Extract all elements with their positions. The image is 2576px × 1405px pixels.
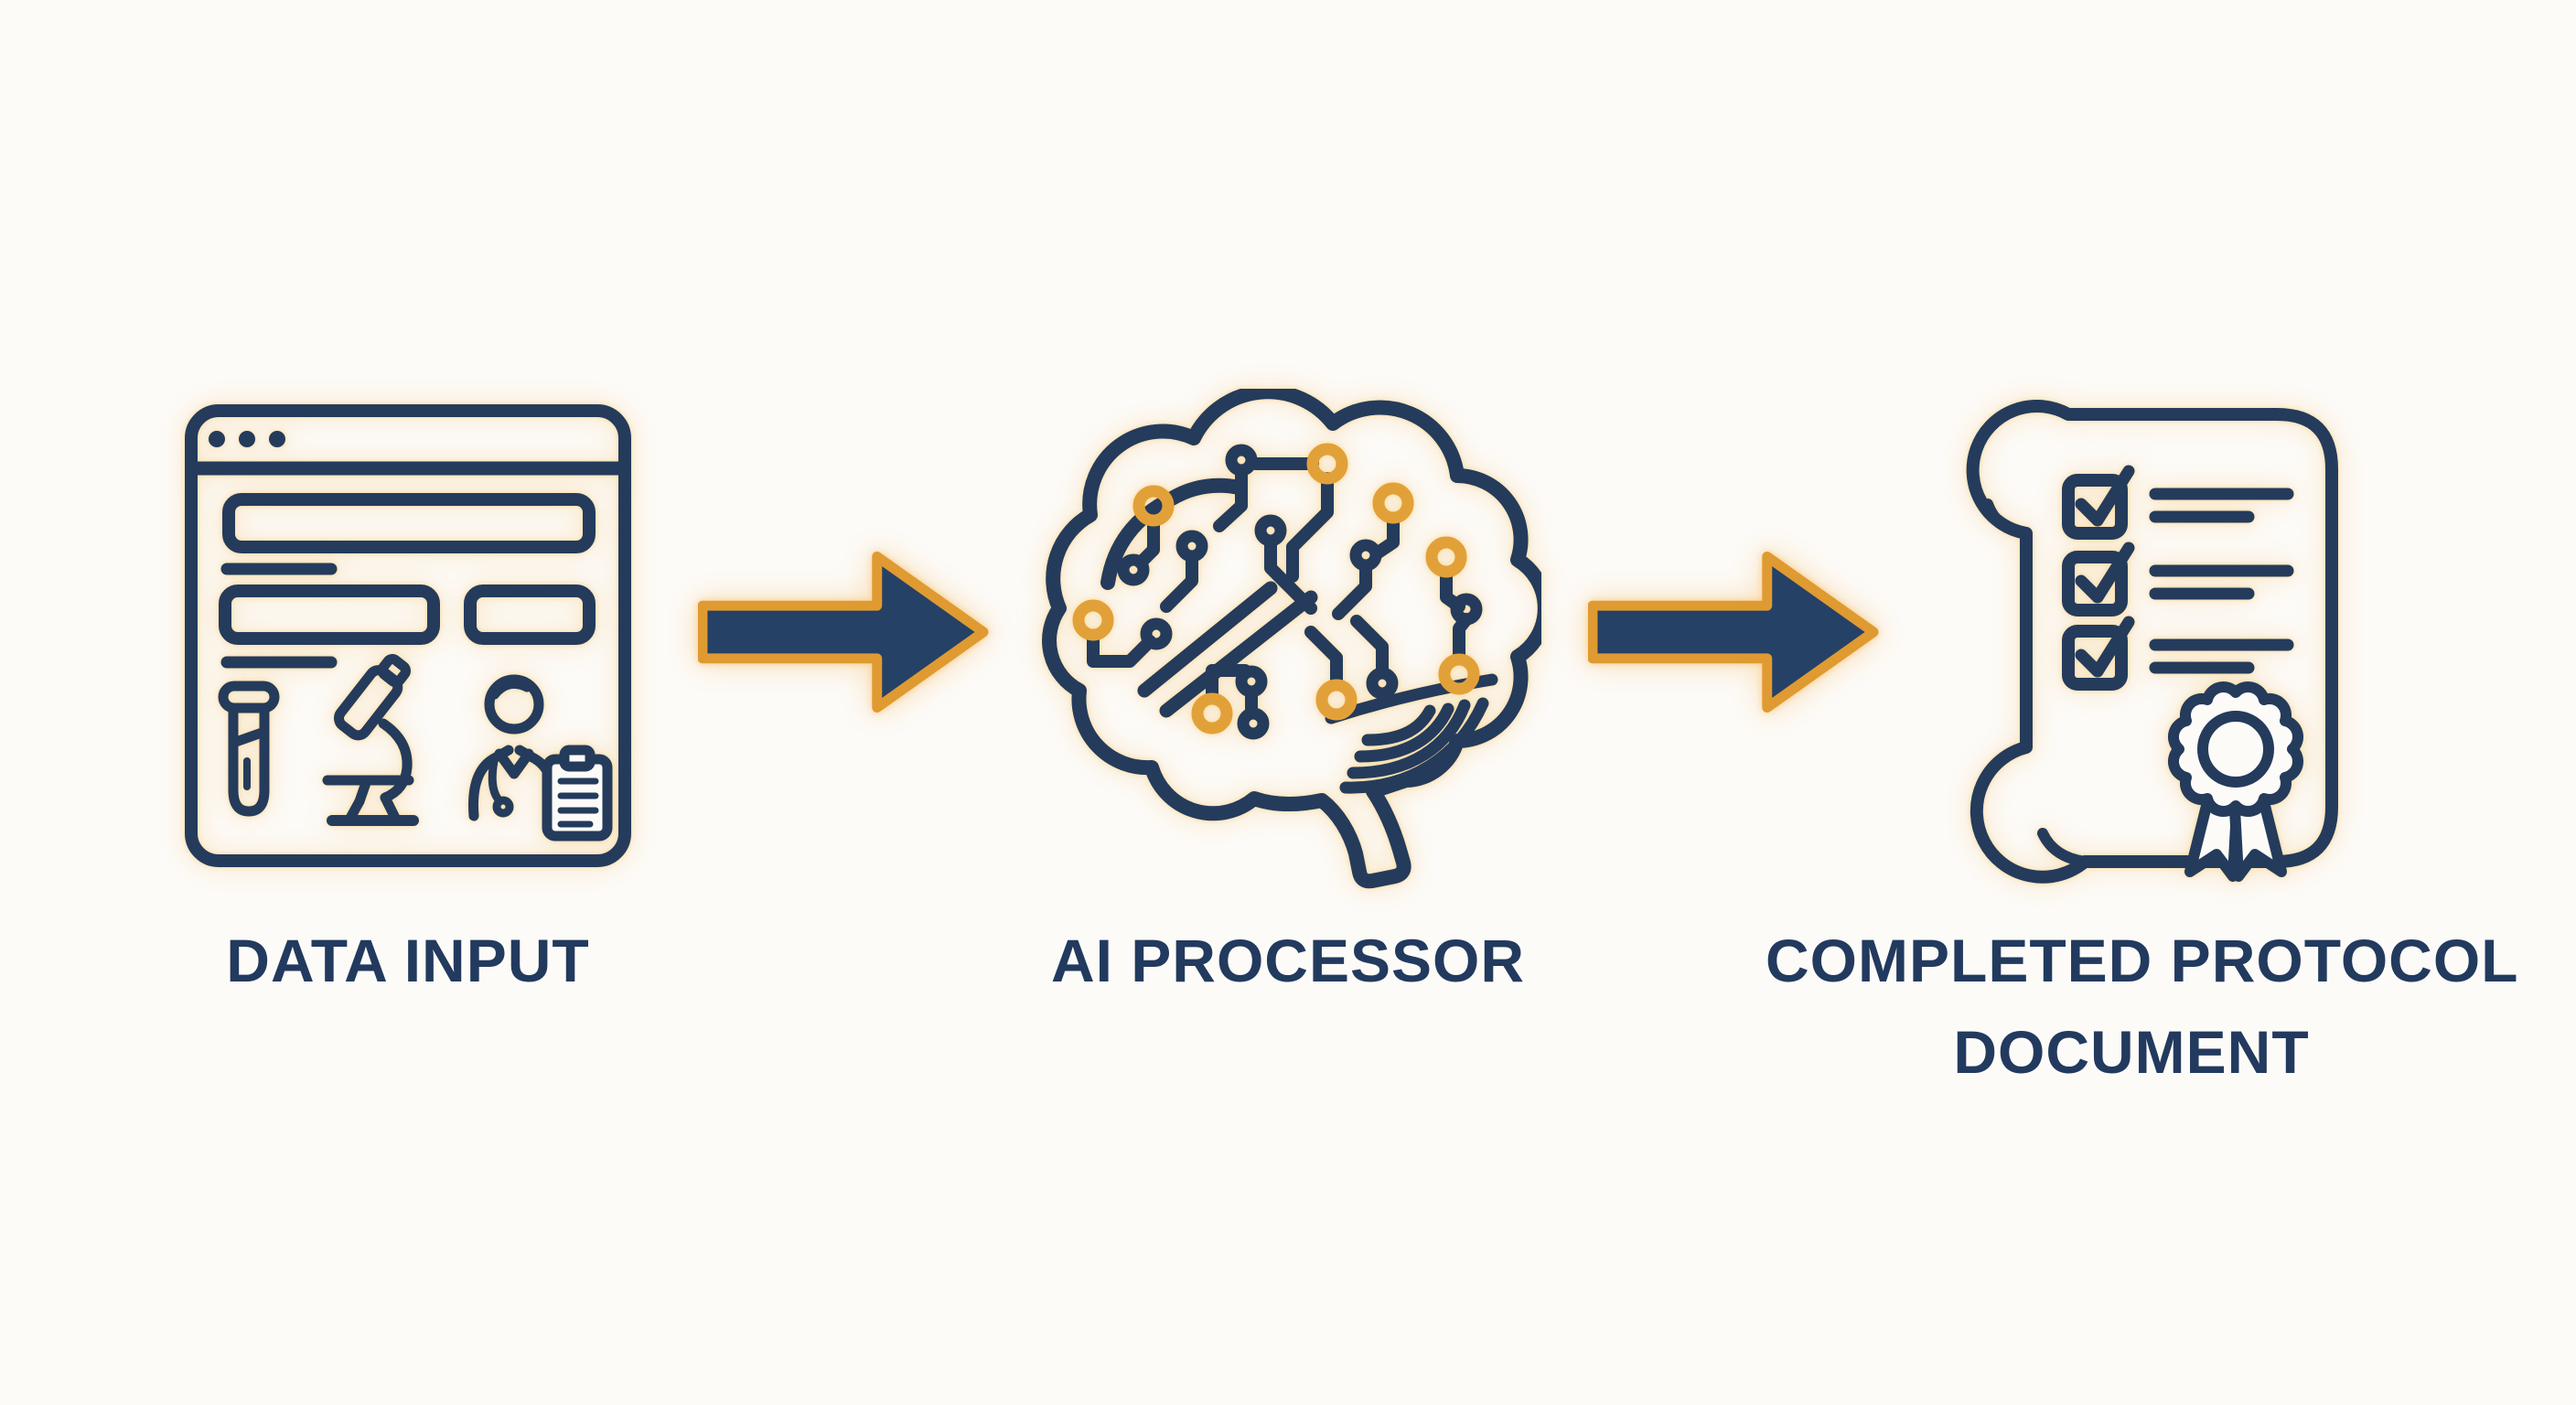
clipboard-icon (542, 745, 613, 842)
form-field-small (464, 585, 596, 645)
stage-label-ai-processor: AI PROCESSOR (1014, 915, 1562, 1006)
browser-dots-icon (209, 431, 285, 447)
test-tube-icon (218, 681, 280, 817)
stage-label-line: AI PROCESSOR (1050, 927, 1526, 994)
scroll-bottom-curl (2037, 828, 2090, 867)
checklist-row (2062, 542, 2294, 617)
scroll-sheet (1966, 400, 2338, 884)
circuit-brain-icon (1042, 389, 1541, 889)
checkmark-icon (2075, 542, 2135, 604)
checkmark-icon (2075, 616, 2135, 678)
form-field-medium (219, 585, 440, 645)
stage-label-line: DATA INPUT (226, 927, 590, 994)
arrow-shape (1588, 552, 1879, 713)
browser-frame (185, 404, 631, 867)
stage-label-data-input: DATA INPUT (134, 915, 682, 1006)
protocol-scroll-icon (1966, 400, 2338, 884)
circuit-traces (1087, 457, 1473, 719)
circuit-nodes-navy (1117, 444, 1483, 740)
arrow-shape (698, 552, 989, 713)
cerebellum-fan (1339, 697, 1489, 794)
flow-arrow-right-icon (1588, 552, 1879, 713)
checklist-row (2062, 616, 2294, 691)
form-window-icon (185, 404, 631, 867)
flow-arrow-right-icon (698, 552, 989, 713)
scroll-top-curl (1982, 499, 2032, 539)
stage-label-line: COMPLETED PROTOCOL (1766, 927, 2519, 994)
checkmark-icon (2075, 465, 2135, 527)
checklist-row (2062, 465, 2294, 540)
brain-outline (1042, 389, 1541, 889)
ribbon-seal-icon (2168, 681, 2303, 882)
microscope-icon (322, 654, 419, 826)
circuit-nodes-orange (1072, 443, 1480, 735)
stage-label-completed-protocol-document: COMPLETED PROTOCOL DOCUMENT (1766, 915, 2519, 1099)
stage-label-line: DOCUMENT (1953, 1018, 2310, 1087)
form-field-large (222, 493, 596, 553)
